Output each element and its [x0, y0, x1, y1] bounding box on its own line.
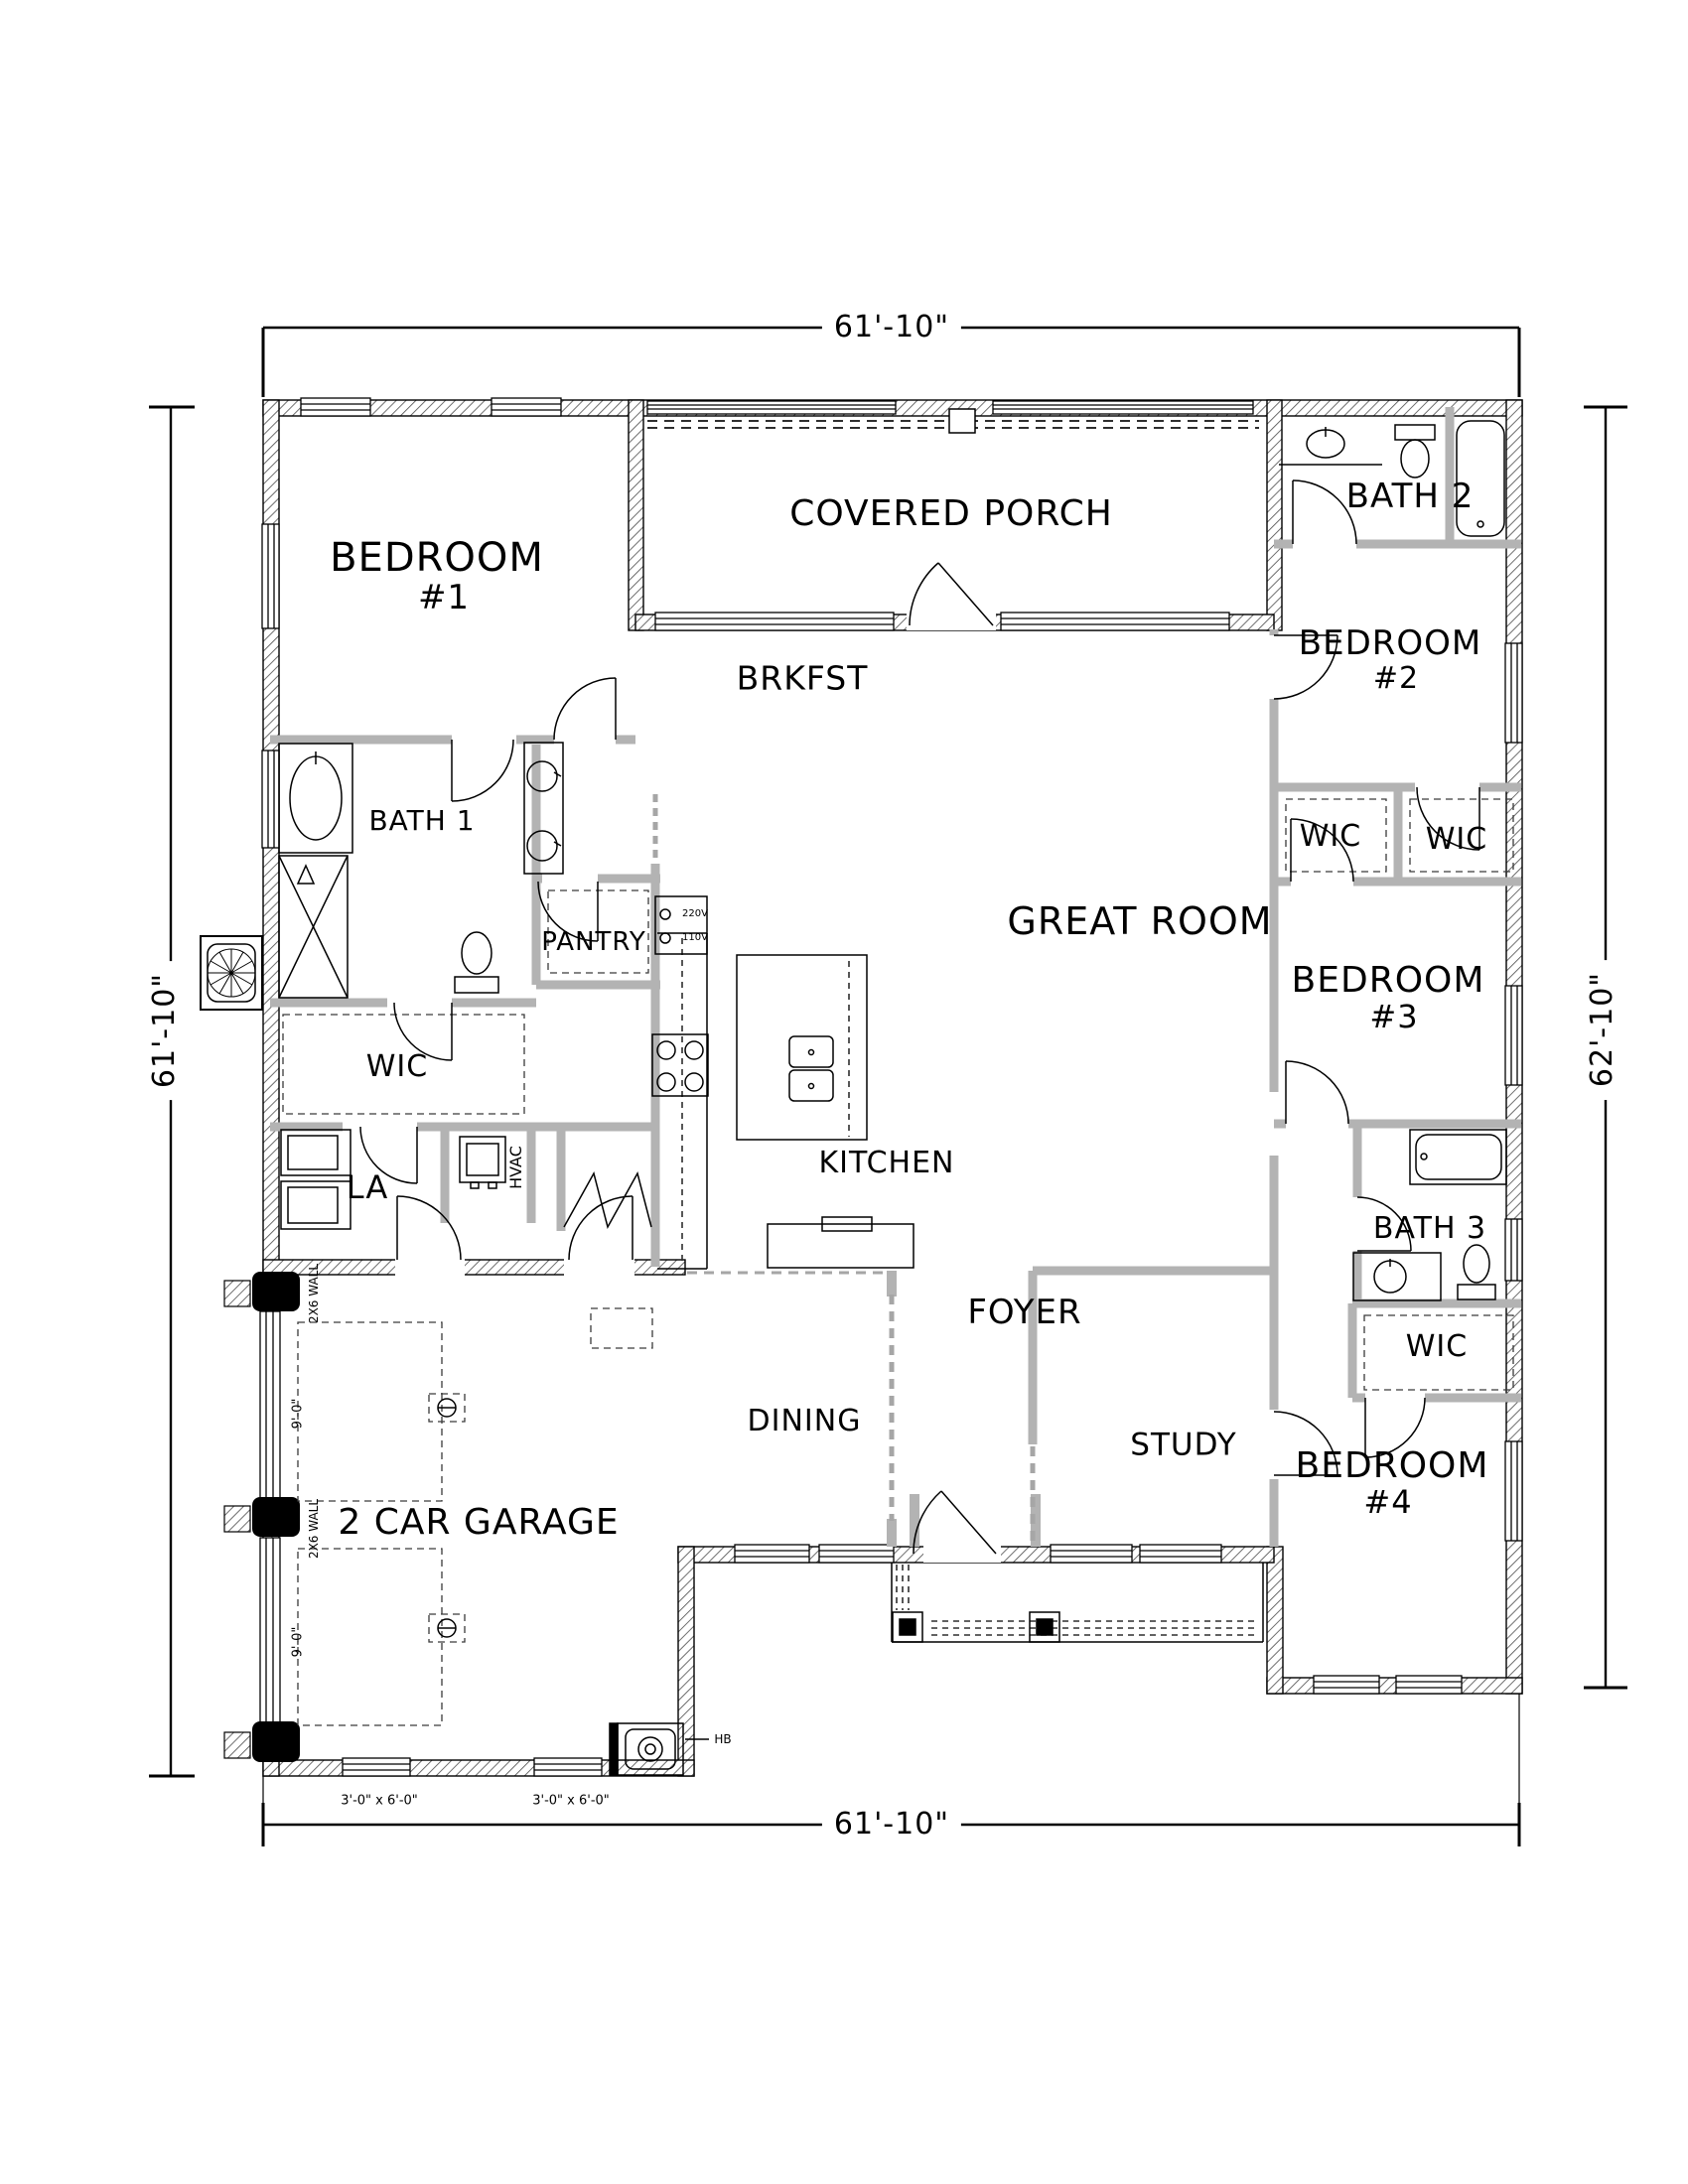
note-hose-bib: HB: [714, 1732, 732, 1746]
label-garage: 2 CAR GARAGE: [338, 1502, 620, 1543]
note-220v: 220V: [682, 908, 708, 919]
label-bedroom3-number: #3: [1369, 998, 1419, 1035]
label-hvac: HVAC: [506, 1146, 525, 1189]
front-porch: [891, 408, 1264, 1643]
entry-beam-lines: [681, 938, 1259, 1636]
label-bath1: BATH 1: [368, 804, 476, 837]
label-pantry: PANTRY: [541, 927, 646, 957]
label-laundry: LA: [346, 1168, 389, 1206]
label-wic-bedroom4: WIC: [1405, 1329, 1469, 1364]
label-bedroom4-number: #4: [1363, 1483, 1413, 1521]
interior-walls: [270, 407, 1521, 1547]
garage-door-posts: [223, 1272, 300, 1762]
dimension-top: 61'-10": [821, 313, 962, 342]
label-wic-hall: WIC: [365, 1049, 429, 1084]
label-study: STUDY: [1130, 1427, 1237, 1463]
label-kitchen: KITCHEN: [818, 1146, 955, 1180]
label-bath2: BATH 2: [1345, 477, 1475, 516]
note-window-size-1: 3'-0" x 6'-0": [341, 1793, 418, 1809]
note-2x6-wall-1: 2X6 WALL: [307, 1263, 321, 1324]
label-bedroom2: BEDROOM: [1298, 623, 1482, 663]
fixtures: [200, 420, 1507, 1776]
note-2x6-wall-2: 2X6 WALL: [307, 1498, 321, 1560]
label-bedroom1-number: #1: [417, 578, 471, 617]
label-bedroom4: BEDROOM: [1295, 1445, 1489, 1486]
ceiling-break-lines: [652, 794, 1036, 1545]
dimension-right: 62'-10": [1585, 959, 1619, 1100]
label-great-room: GREAT ROOM: [1007, 899, 1273, 943]
dashed-lines: [282, 798, 1514, 1726]
note-window-size-2: 3'-0" x 6'-0": [532, 1793, 610, 1809]
note-garage-door-2: 9'-0": [290, 1626, 306, 1658]
label-bedroom3: BEDROOM: [1291, 960, 1485, 1001]
windows: [259, 397, 1523, 1777]
label-covered-porch: COVERED PORCH: [789, 493, 1113, 534]
label-bedroom1: BEDROOM: [330, 535, 544, 581]
label-wic-bedroom2-left: WIC: [1299, 819, 1362, 854]
interior-wall-stubs: [887, 1271, 1041, 1547]
note-garage-door-1: 9'-0": [290, 1398, 306, 1430]
doors: [359, 479, 1480, 1555]
dimension-bottom: 61'-10": [821, 1810, 962, 1840]
label-bath3: BATH 3: [1372, 1211, 1487, 1246]
note-110v: 110V: [682, 932, 708, 943]
label-dining: DINING: [747, 1404, 862, 1438]
label-brkfst: BRKFST: [736, 658, 869, 698]
label-foyer: FOYER: [967, 1293, 1082, 1332]
dimension-lines: [149, 326, 1627, 1846]
label-bedroom2-number: #2: [1372, 661, 1420, 696]
label-wic-bedroom2-right: WIC: [1425, 822, 1488, 857]
dimension-left: 61'-10": [147, 960, 182, 1101]
